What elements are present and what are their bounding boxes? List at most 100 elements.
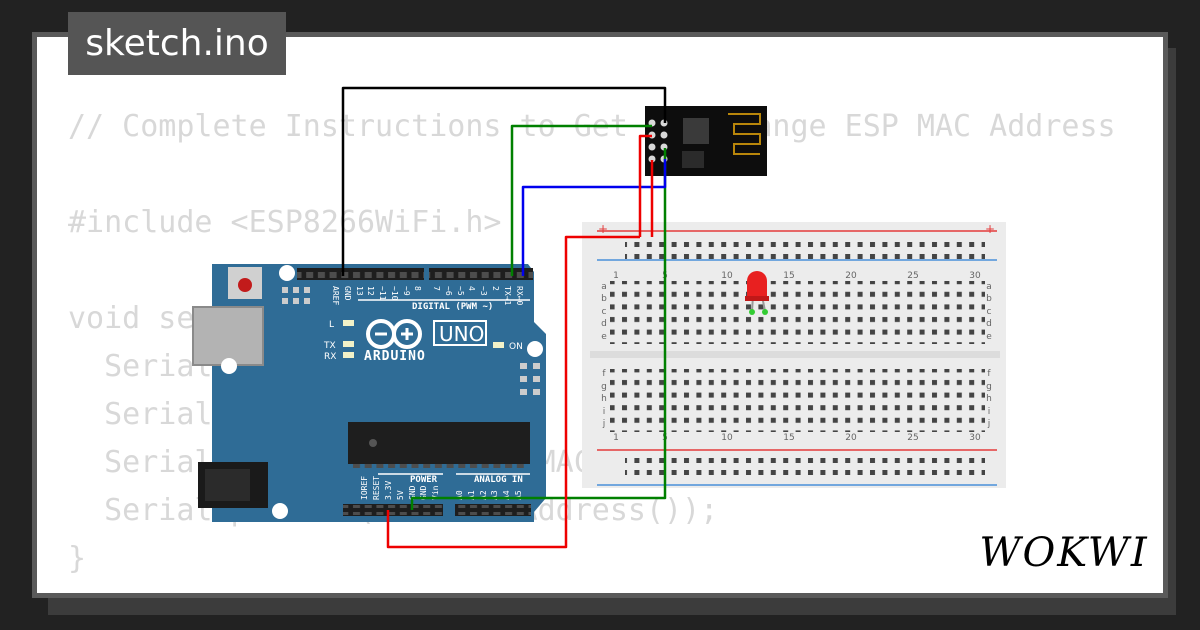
row-label: e [601,332,607,342]
col-label: 20 [845,433,857,443]
digital-header-label: DIGITAL (PWM ~) [412,302,493,312]
row-label: d [601,319,607,329]
icsp-pin [520,376,527,382]
led-on [493,342,504,348]
row-label: b [986,294,992,304]
sketch-title-tab: sketch.ino [68,12,286,75]
led-body [747,271,767,300]
pin-label-a4: A4 [502,490,511,500]
wire-black-gnd[interactable] [341,86,667,276]
row-labels-right: a b c d e f g h i j [986,282,992,429]
sketch-title: sketch.ino [85,23,269,64]
col-label: 1 [613,433,619,443]
wire-red-esp-a[interactable] [638,134,652,237]
row-label: f [987,369,991,379]
wokwi-brand: WOKWI [979,530,1148,576]
pin-label-reset: RESET [372,476,381,500]
row-label: g [986,382,992,392]
terminal-strip-top-holes [610,281,985,344]
col-label: 30 [969,271,981,281]
pin-label-tx1: TX→1 [503,286,512,305]
chip-body [348,422,530,464]
pin-label-6: ~6 [444,286,453,296]
red-led[interactable] [745,271,769,315]
rail-top-plus-left: + [598,222,608,236]
icsp-pin [304,298,310,304]
uno-box [433,320,487,346]
pin-label-5v: 5V [396,490,405,500]
breadboard: + + 1 5 10 15 20 25 30 1 5 10 15 20 25 3… [582,222,1006,488]
pin-label-12: 12 [366,286,375,296]
pin-label-9: ~9 [402,286,411,296]
chip-pins-top [352,418,528,422]
digital-header-right-holes [429,269,533,279]
led-l-label: L [329,320,334,330]
esp01-shield-chip [683,118,709,144]
col-label: 15 [783,271,794,281]
row-label: e [986,332,992,342]
icsp-pin [282,298,288,304]
led-pin-left [749,309,755,315]
row-label: j [987,419,991,429]
icsp-pin [533,376,540,382]
col-label: 1 [613,271,619,281]
analog-header-label: ANALOG IN [474,475,523,485]
arduino-infinity-logo [366,319,422,349]
pin-label-11: ~11 [378,286,387,301]
wire-blue-rx-tx[interactable] [521,159,667,276]
icsp-header-right [520,363,540,395]
row-label: a [601,282,607,292]
esp01-pin [648,155,656,163]
mount-hole [221,358,237,374]
row-label: i [988,407,991,417]
wire-green-tx-rx[interactable] [510,124,652,276]
pin-label-13: 13 [355,286,364,296]
row-labels-left: a b c d e f g h i j [601,282,607,429]
pin-label-ioref: IOREF [360,476,369,500]
pin-label-3v3: 3.3V [384,481,393,500]
mount-hole [272,503,288,519]
col-label: 30 [969,433,981,443]
icsp-header-small [282,287,310,304]
pin-label-8: 8 [413,286,422,291]
icsp-pin [282,287,288,293]
row-label: b [601,294,607,304]
led-rim [745,296,769,301]
digital-header-left-holes [297,269,424,279]
bottom-pin-labels: IOREF RESET 3.3V 5V GND GND Vin A0 A1 A2… [360,476,523,500]
arduino-uno-board[interactable]: AREF GND 13 12 ~11 ~10 ~9 8 7 ~6 ~5 4 ~3… [192,264,546,522]
pin-label-a5: A5 [514,490,523,500]
icsp-pin [520,389,527,395]
pin-label-4: 4 [467,286,476,291]
esp01-antenna-trace [728,113,761,155]
col-label: 25 [907,433,918,443]
row-label: c [602,307,607,317]
led-tx [343,341,354,347]
pin-label-gnd: GND [343,286,352,301]
row-label: g [601,382,607,392]
dc-jack-inner [205,469,250,501]
pin-label-aref: AREF [331,286,340,305]
wire-red-power[interactable] [386,235,640,549]
pin-label-a3: A3 [490,490,499,500]
pin-label-gnd1: GND [408,485,417,500]
pin-label-a0: A0 [455,490,464,500]
pin-label-a1: A1 [467,490,476,500]
row-label: f [602,369,606,379]
mount-hole [279,265,295,281]
wire-green-3v3[interactable] [410,148,667,510]
esp01-pin [648,143,656,151]
led-on-label: ON [509,342,523,352]
uno-label: UNO [439,322,484,346]
logo-loop-right [392,319,422,349]
pin-label-gnd2: GND [419,485,428,500]
row-label: h [986,394,992,404]
arduino-wordmark: ARDUINO [364,349,426,364]
icsp-pin [520,363,527,369]
col-label: 10 [721,433,733,443]
power-header-holes [343,505,443,515]
led-rx [343,352,354,358]
top-pin-labels: AREF GND 13 12 ~11 ~10 ~9 8 7 ~6 ~5 4 ~3… [331,286,524,305]
